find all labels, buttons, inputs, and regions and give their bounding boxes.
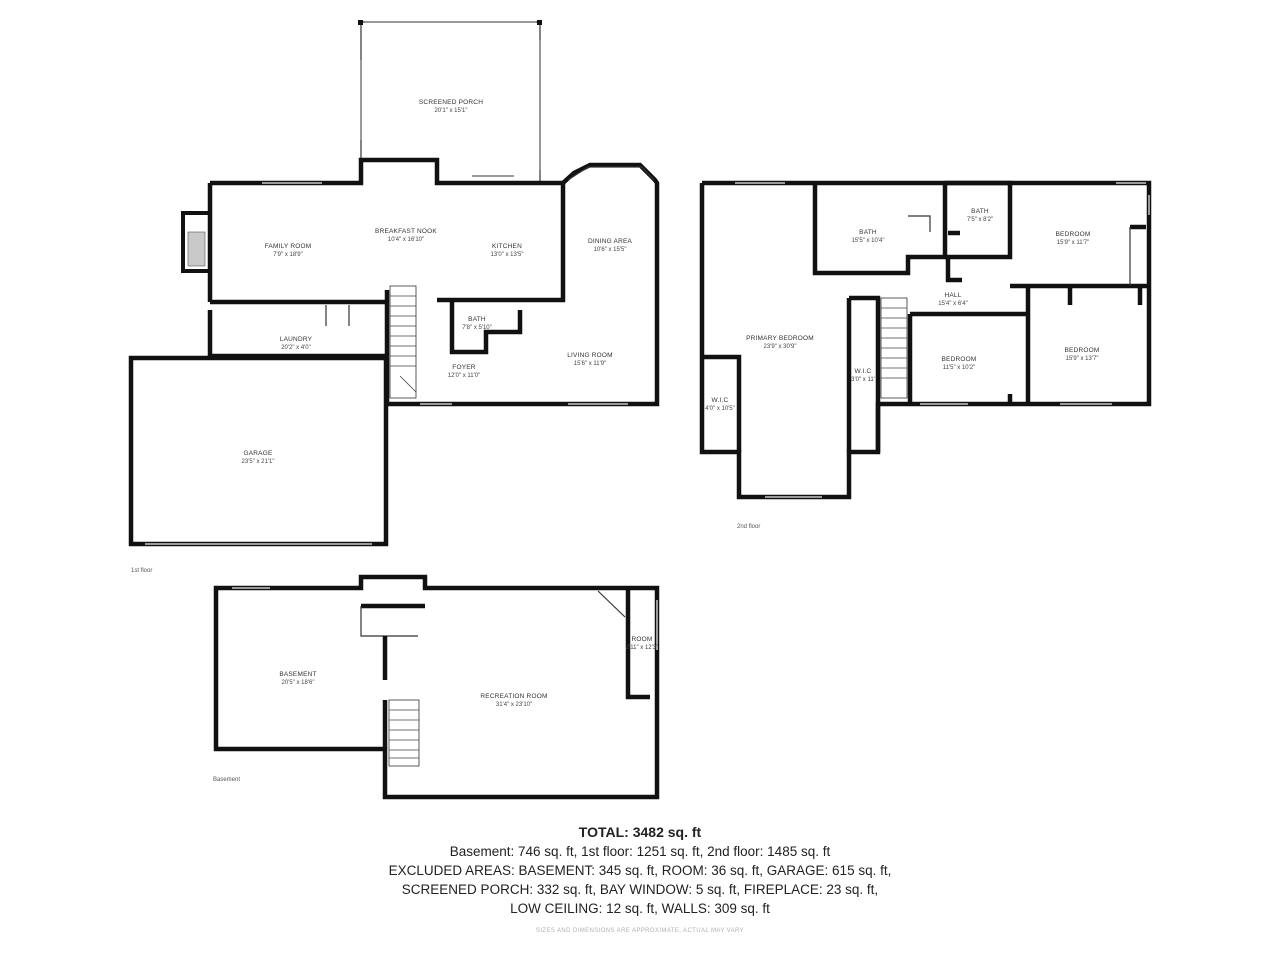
- floor-areas: Basement: 746 sq. ft, 1st floor: 1251 sq…: [449, 844, 831, 859]
- excluded-areas-3: LOW CEILING: 12 sq. ft, WALLS: 309 sq. f…: [510, 901, 770, 916]
- bedroom-b-name: BEDROOM: [942, 356, 977, 363]
- basement-floor: BASEMENT 20'5" x 18'6" RECREATION ROOM 3…: [213, 574, 660, 800]
- bath-second-b-name: BATH: [971, 208, 989, 215]
- bedroom-c-dims: 15'9" x 13'7": [1066, 356, 1099, 362]
- garage-name: GARAGE: [243, 450, 272, 457]
- bedroom-b-dims: 11'5" x 10'2": [943, 365, 975, 371]
- bath-second-a-dims: 15'5" x 10'4": [852, 238, 885, 244]
- living-room-name: LIVING ROOM: [567, 352, 613, 359]
- second-floor: BATH 15'5" x 10'4" BATH 7'5" x 8'2" BEDR…: [699, 180, 1152, 530]
- breakfast-nook-dims: 10'4" x 16'10": [388, 237, 424, 243]
- room-small-name: ROOM: [631, 636, 652, 643]
- disclaimer: SIZES AND DIMENSIONS ARE APPROXIMATE, AC…: [535, 928, 745, 934]
- bath-first-name: BATH: [468, 316, 486, 323]
- area-summary: TOTAL: 3482 sq. ft Basement: 746 sq. ft,…: [340, 822, 940, 934]
- second-floor-label: 2nd floor: [737, 524, 760, 530]
- dining-area-name: DINING AREA: [588, 238, 633, 245]
- total-area: TOTAL: 3482 sq. ft: [578, 824, 702, 840]
- bath-second-b-dims: 7'5" x 8'2": [967, 217, 993, 223]
- bath-first-dims: 7'8" x 5'10": [462, 325, 492, 331]
- wic-b-dims: 3'0" x 11': [851, 377, 875, 383]
- laundry-name: LAUNDRY: [280, 336, 313, 343]
- breakfast-nook-name: BREAKFAST NOOK: [375, 228, 437, 235]
- hall-dims: 15'4" x 6'4": [938, 301, 968, 307]
- laundry-dims: 20'2" x 4'0": [281, 345, 311, 351]
- bedroom-a-dims: 15'9" x 11'7": [1057, 240, 1089, 246]
- kitchen-name: KITCHEN: [492, 243, 522, 250]
- hall-name: HALL: [944, 292, 961, 299]
- recreation-room-dims: 31'4" x 23'10": [496, 702, 532, 708]
- living-room-dims: 15'6" x 11'9": [574, 361, 606, 367]
- bath-second-a-name: BATH: [859, 229, 877, 236]
- primary-bedroom-dims: 23'9" x 30'9": [764, 344, 797, 350]
- wic-a-name: W.I.C: [712, 397, 729, 404]
- first-floor: SCREENED PORCH 20'1" x 15'1" FAMILY ROOM…: [128, 20, 660, 574]
- foyer-dims: 12'0" x 11'0": [448, 373, 480, 379]
- basement-room-name: BASEMENT: [279, 671, 316, 678]
- family-room-dims: 7'9" x 18'9": [273, 252, 303, 258]
- first-floor-stairs: [389, 285, 417, 399]
- primary-bedroom-name: PRIMARY BEDROOM: [746, 335, 814, 342]
- first-floor-outline: [207, 157, 660, 407]
- screened-porch-name: SCREENED PORCH: [419, 99, 483, 106]
- basement-outline: [213, 574, 660, 800]
- second-floor-stairs: [880, 297, 908, 399]
- room-small-dims: 2'11" x 12'3": [626, 645, 658, 651]
- bedroom-a-name: BEDROOM: [1056, 231, 1091, 238]
- basement-room-dims: 20'5" x 18'6": [282, 680, 315, 686]
- screened-porch-dims: 20'1" x 15'1": [435, 108, 468, 114]
- kitchen-dims: 13'0" x 13'5": [491, 252, 524, 258]
- first-floor-label: 1st floor: [131, 568, 152, 574]
- fireplace: [181, 211, 212, 273]
- dining-area-dims: 10'6" x 15'5": [594, 247, 627, 253]
- recreation-room-name: RECREATION ROOM: [480, 693, 547, 700]
- wic-b-name: W.I.C: [855, 368, 872, 375]
- excluded-areas-2: SCREENED PORCH: 332 sq. ft, BAY WINDOW: …: [401, 882, 879, 897]
- wic-a-dims: 4'0" x 10'5": [705, 406, 735, 412]
- basement-floor-label: Basement: [213, 777, 240, 783]
- excluded-areas-1: EXCLUDED AREAS: BASEMENT: 345 sq. ft, RO…: [388, 863, 892, 878]
- bedroom-c-name: BEDROOM: [1065, 347, 1100, 354]
- garage-dims: 23'5" x 21'1": [242, 459, 275, 465]
- foyer-name: FOYER: [452, 364, 475, 371]
- basement-stairs: [388, 699, 420, 767]
- family-room-name: FAMILY ROOM: [265, 243, 312, 250]
